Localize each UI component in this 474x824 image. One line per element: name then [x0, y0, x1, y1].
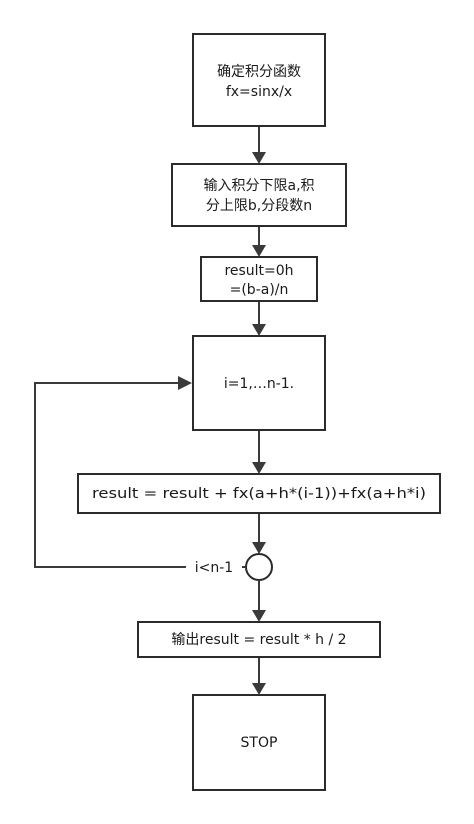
arrowhead-init	[252, 245, 266, 257]
node-output-result-box	[137, 621, 381, 658]
arrowhead-output	[252, 610, 266, 622]
node-accumulate-line1: result = result + fx(a+h*(i-1))+fx(a+h*i…	[92, 486, 426, 502]
node-init-result-line2: =(b-a)/n	[230, 282, 289, 298]
node-accumulate-box	[77, 473, 441, 514]
node-loop-index-line1: i=1,…n-1.	[224, 376, 294, 392]
node-loop-index: i=1,…n-1.	[192, 335, 326, 431]
node-input-limits-line2: 分上限b,分段数n	[206, 198, 312, 214]
node-init-result-box	[200, 256, 318, 302]
arrowhead-input	[252, 152, 266, 164]
arrowhead-accumulate	[252, 462, 266, 474]
node-stop-box	[192, 694, 326, 791]
edges	[34, 126, 266, 695]
arrowhead-stop	[252, 683, 266, 695]
node-define-function: 确定积分函数 fx=sinx/x	[192, 33, 326, 127]
node-stop-line1: STOP	[241, 735, 278, 751]
loop-condition-label: i<n-1	[195, 560, 233, 576]
node-output-result: 输出result = result * h / 2	[137, 621, 381, 658]
decision-circle	[245, 553, 273, 581]
node-init-result: result=0h =(b-a)/n	[200, 256, 318, 302]
node-init-result-line1: result=0h	[224, 263, 293, 279]
loop-condition-label-group: i<n-1	[186, 558, 242, 576]
arrowhead-loop	[252, 324, 266, 336]
node-input-limits-line1: 输入积分下限a,积	[203, 178, 314, 194]
edge-loop-back	[34, 382, 245, 568]
arrowhead-decision	[252, 542, 266, 554]
node-output-result-line1: 输出result = result * h / 2	[171, 632, 346, 648]
node-loop-index-box	[192, 335, 326, 431]
loop-condition-label-bg	[186, 558, 242, 576]
node-input-limits: 输入积分下限a,积 分上限b,分段数n	[171, 163, 347, 227]
node-stop: STOP	[192, 694, 326, 791]
node-input-limits-box	[171, 163, 347, 227]
node-define-function-line1: 确定积分函数	[217, 64, 301, 80]
node-define-function-box	[192, 33, 326, 127]
arrowhead-loop-back	[178, 376, 192, 390]
node-accumulate: result = result + fx(a+h*(i-1))+fx(a+h*i…	[77, 473, 441, 514]
node-define-function-line2: fx=sinx/x	[226, 84, 292, 100]
